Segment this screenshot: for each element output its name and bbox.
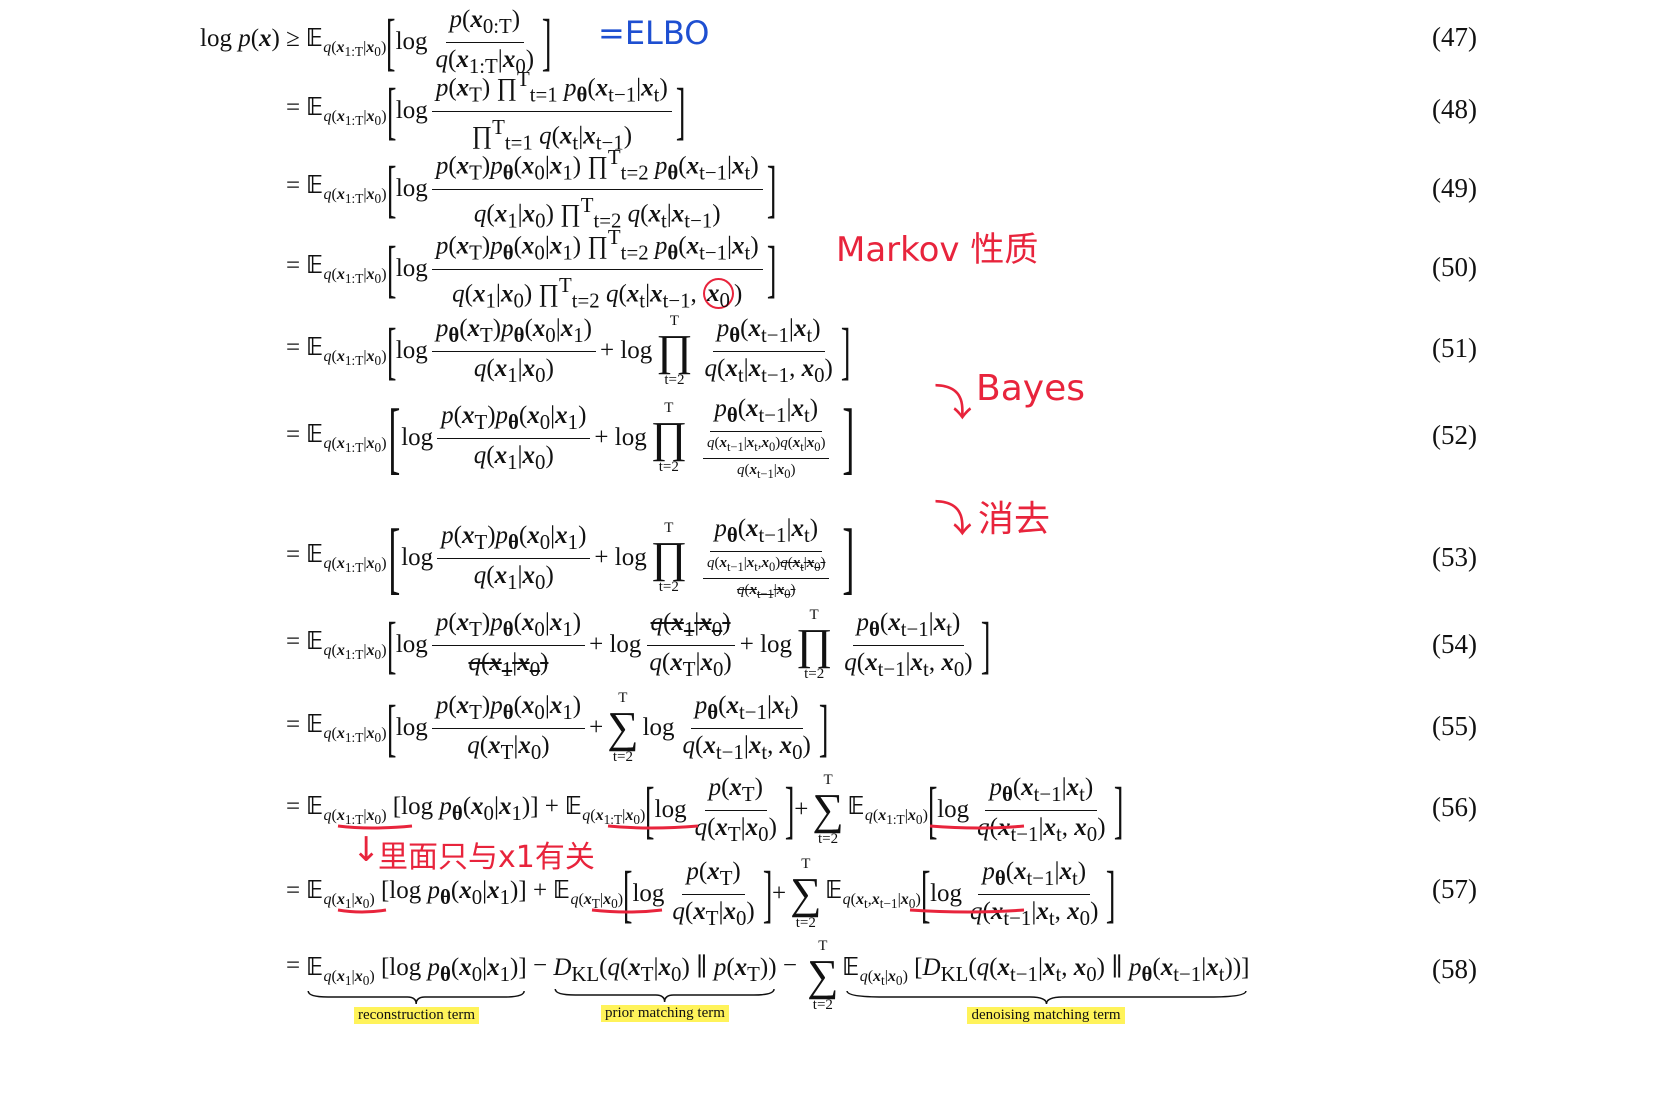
cancel-arrow-icon: ⤵ bbox=[934, 497, 973, 541]
equation-number-52: (52) bbox=[1432, 420, 1477, 450]
x1-only-arrow-icon: ↓ bbox=[352, 830, 381, 870]
equation-50: = 𝔼q(x1:T|x0) [ log p(xT)pθ(x0|x1) ∏Tt=2… bbox=[286, 225, 777, 312]
equation-number-50: (50) bbox=[1432, 252, 1477, 282]
bayes-arrow-icon: ⤵ bbox=[934, 381, 973, 425]
equation-49: = 𝔼q(x1:T|x0) [ log p(xT)pθ(x0|x1) ∏Tt=2… bbox=[286, 145, 777, 232]
equation-48: = 𝔼q(x1:T|x0) [ log p(xT) ∏Tt=1 pθ(xt−1|… bbox=[286, 67, 686, 154]
elbo-annotation: =ELBO bbox=[598, 14, 710, 52]
equation-47: log p(x) ≥ 𝔼q(x1:T|x0) [ log p(x0:T)q(x1… bbox=[200, 5, 552, 78]
equation-number-47: (47) bbox=[1432, 22, 1477, 52]
equation-number-48: (48) bbox=[1432, 94, 1477, 124]
reconstruction-term-label: reconstruction term bbox=[354, 1007, 480, 1025]
equation-number-51: (51) bbox=[1432, 333, 1477, 363]
equation-56: = 𝔼q(x1:T|x0) [log pθ(x0|x1)] + 𝔼q(x1:T|… bbox=[286, 772, 1123, 847]
cancel-annotation: 消去 bbox=[978, 499, 1051, 540]
equation-58: = 𝔼q(x1|x0) [log pθ(x0|x1)] reconstructi… bbox=[286, 938, 1250, 1025]
denoising-term-group: 𝔼q(xt|x0) [DKL(q(xt−1|xt, x0) ∥ pθ(xt−1|… bbox=[842, 952, 1250, 1025]
equation-53: = 𝔼q(x1:T|x0) [ log p(xT)pθ(x0|x1)q(x1|x… bbox=[286, 514, 855, 602]
equation-52: = 𝔼q(x1:T|x0) [ log p(xT)pθ(x0|x1)q(x1|x… bbox=[286, 394, 855, 482]
equation-number-55: (55) bbox=[1432, 711, 1477, 741]
equation-number-53: (53) bbox=[1432, 542, 1477, 572]
x1-only-annotation: 里面只与x1有关 bbox=[378, 840, 595, 875]
equation-number-49: (49) bbox=[1432, 173, 1477, 203]
equation-number-57: (57) bbox=[1432, 874, 1477, 904]
equation-number-58: (58) bbox=[1432, 954, 1477, 984]
equation-57: = 𝔼q(x1|x0) [log pθ(x0|x1)] + 𝔼q(xT|x0) … bbox=[286, 856, 1116, 931]
bayes-annotation: Bayes bbox=[976, 368, 1085, 409]
equation-55: = 𝔼q(x1:T|x0) [ log p(xT)pθ(x0|x1)q(xT|x… bbox=[286, 690, 829, 765]
equation-51: = 𝔼q(x1:T|x0) [ log pθ(xT)pθ(x0|x1)q(x1|… bbox=[286, 313, 851, 388]
prior-term-label: prior matching term bbox=[600, 1005, 729, 1022]
markov-annotation: Markov 性质 bbox=[836, 230, 1039, 270]
prior-term-group: DKL(q(xT|x0) ∥ p(xT)) prior matching ter… bbox=[553, 954, 777, 1022]
reconstruction-term-group: 𝔼q(x1|x0) [log pθ(x0|x1)] reconstruction… bbox=[306, 952, 527, 1025]
equation-54: = 𝔼q(x1:T|x0) [ log p(xT)pθ(x0|x1)q(x1|x… bbox=[286, 607, 991, 682]
equation-number-56: (56) bbox=[1432, 792, 1477, 822]
denoising-term-label: denoising matching term bbox=[967, 1007, 1125, 1025]
equation-number-54: (54) bbox=[1432, 629, 1477, 659]
